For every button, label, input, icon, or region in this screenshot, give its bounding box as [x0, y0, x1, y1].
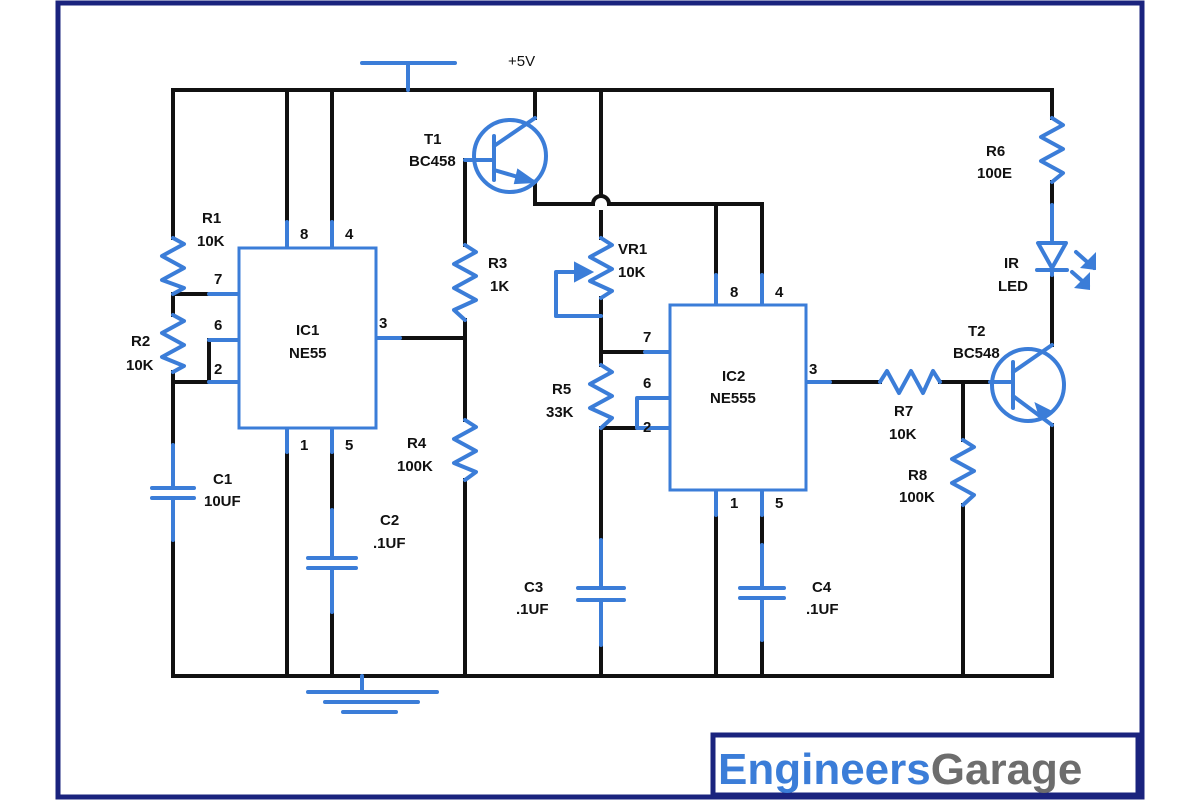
t1-name: T1 — [424, 131, 442, 148]
c4-value: .1UF — [806, 601, 839, 618]
brand-text: EngineersGarage — [718, 745, 1082, 794]
t2-name: T2 — [968, 323, 986, 340]
c3-name: C3 — [524, 579, 543, 596]
ic2-pin6: 6 — [643, 375, 651, 392]
ir-led: IR LED — [998, 203, 1096, 295]
wires — [171, 88, 1054, 678]
ic1-name: IC1 — [296, 322, 319, 339]
t2-value: BC548 — [953, 345, 1000, 362]
ic2-pin1: 1 — [730, 495, 738, 512]
r8-name: R8 — [908, 467, 927, 484]
c1-name: C1 — [213, 471, 232, 488]
c2-value: .1UF — [373, 535, 406, 552]
r5-value: 33K — [546, 404, 574, 421]
resistor-r4: R4 100K — [397, 418, 478, 482]
ic1-pin3: 3 — [379, 315, 387, 332]
r4-value: 100K — [397, 458, 433, 475]
r6-name: R6 — [986, 143, 1005, 160]
brand-engineers: Engineers — [718, 745, 931, 794]
led-value: LED — [998, 278, 1028, 295]
capacitor-c2: C2 .1UF — [306, 508, 406, 614]
supply-label: +5V — [508, 53, 535, 70]
ic1-pin5: 5 — [345, 437, 353, 454]
resistor-r7: R7 10K — [878, 369, 942, 443]
ic1-pin2: 2 — [214, 361, 222, 378]
ic2-pin2: 2 — [643, 419, 651, 436]
brand-box — [710, 732, 1141, 798]
r5-name: R5 — [552, 381, 571, 398]
ic2-pin5: 5 — [775, 495, 783, 512]
r2-value: 10K — [126, 357, 154, 374]
ic1-pin8: 8 — [300, 226, 308, 243]
c1-value: 10UF — [204, 493, 241, 510]
capacitor-c1: C1 10UF — [150, 443, 241, 542]
ic2-type: NE555 — [710, 390, 756, 407]
r7-name: R7 — [894, 403, 913, 420]
ic2-pin4: 4 — [775, 284, 784, 301]
supply-symbol: +5V — [360, 53, 535, 92]
t1-value: BC458 — [409, 153, 456, 170]
potentiometer-vr1: VR1 10K — [554, 236, 647, 318]
r7-value: 10K — [889, 426, 917, 443]
transistor-t1: T1 BC458 — [409, 116, 548, 194]
ic1-pin1: 1 — [300, 437, 308, 454]
ic2-pin7: 7 — [643, 329, 651, 346]
outer-border — [55, 0, 1145, 800]
r2-name: R2 — [131, 333, 150, 350]
brand-garage: Garage — [931, 745, 1083, 794]
ic1-pin7: 7 — [214, 271, 222, 288]
ic1-pin4: 4 — [345, 226, 354, 243]
resistor-r6: R6 100E — [977, 116, 1065, 184]
r4-name: R4 — [407, 435, 427, 452]
c3-value: .1UF — [516, 601, 549, 618]
c4-name: C4 — [812, 579, 832, 596]
ic1-chip: IC1 NE55 8 4 7 6 2 3 1 5 — [207, 220, 402, 454]
ic2-chip: IC2 NE555 8 4 7 6 2 3 1 5 — [635, 273, 832, 517]
r8-value: 100K — [899, 489, 935, 506]
ic2-pin8: 8 — [730, 284, 738, 301]
brand-logo: EngineersGarage — [710, 732, 1141, 798]
resistor-r3: R3 1K — [452, 243, 509, 322]
led-name: IR — [1004, 255, 1019, 272]
c2-name: C2 — [380, 512, 399, 529]
r1-name: R1 — [202, 210, 221, 227]
resistor-r5: R5 33K — [546, 363, 614, 430]
r3-value: 1K — [490, 278, 509, 295]
ground-symbol — [306, 674, 439, 714]
capacitor-c4: C4 .1UF — [738, 543, 839, 642]
r1-value: 10K — [197, 233, 225, 250]
ic1-type: NE55 — [289, 345, 327, 362]
vr1-name: VR1 — [618, 241, 647, 258]
resistor-r2: R2 10K — [126, 313, 186, 374]
resistor-r8: R8 100K — [899, 438, 976, 507]
resistor-r1: R1 10K — [160, 210, 225, 296]
transistor-t2: T2 BC548 — [953, 323, 1066, 427]
vr1-value: 10K — [618, 264, 646, 281]
ic1-pin6: 6 — [214, 317, 222, 334]
r3-name: R3 — [488, 255, 507, 272]
r6-value: 100E — [977, 165, 1012, 182]
ic2-pin3: 3 — [809, 361, 817, 378]
capacitor-c3: C3 .1UF — [516, 538, 626, 647]
ic2-name: IC2 — [722, 368, 745, 385]
